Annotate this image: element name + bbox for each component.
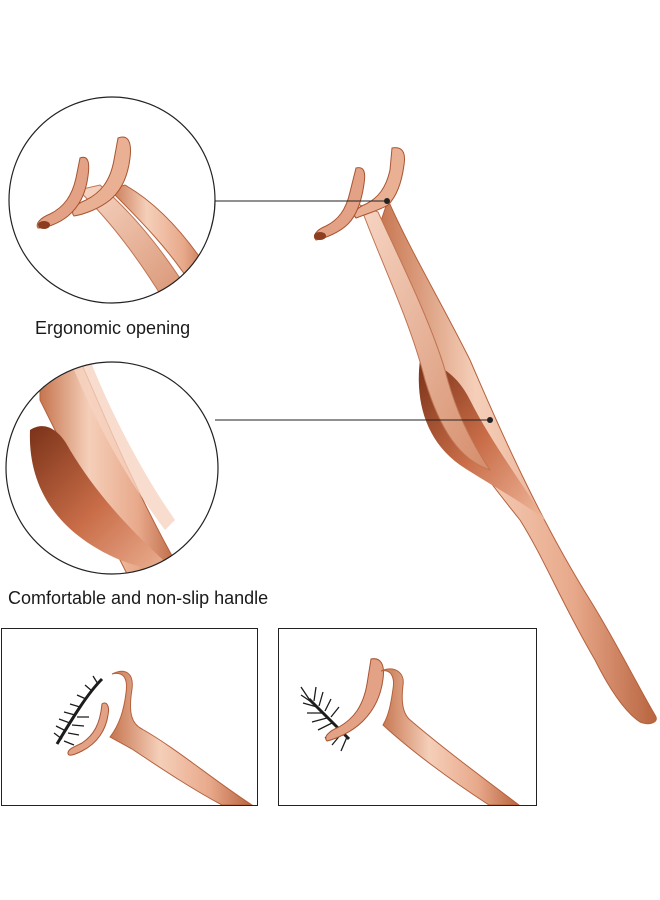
callout-label-opening: Ergonomic opening <box>35 318 191 338</box>
usage-photo-right <box>278 628 537 806</box>
main-tweezer <box>313 147 657 725</box>
usage-photo-left <box>1 628 258 806</box>
usage-photo-left-art <box>53 670 253 805</box>
usage-photo-right-art <box>300 658 520 805</box>
tweezer-tip-right <box>325 658 520 805</box>
zoom-circle-opening <box>8 96 216 304</box>
false-lash-right <box>300 686 351 752</box>
tweezer-tip-left <box>67 670 253 805</box>
false-lash-left <box>53 675 104 746</box>
zoom-circle-handle <box>5 361 219 575</box>
callout-label-handle: Comfortable and non-slip handle <box>8 588 269 608</box>
